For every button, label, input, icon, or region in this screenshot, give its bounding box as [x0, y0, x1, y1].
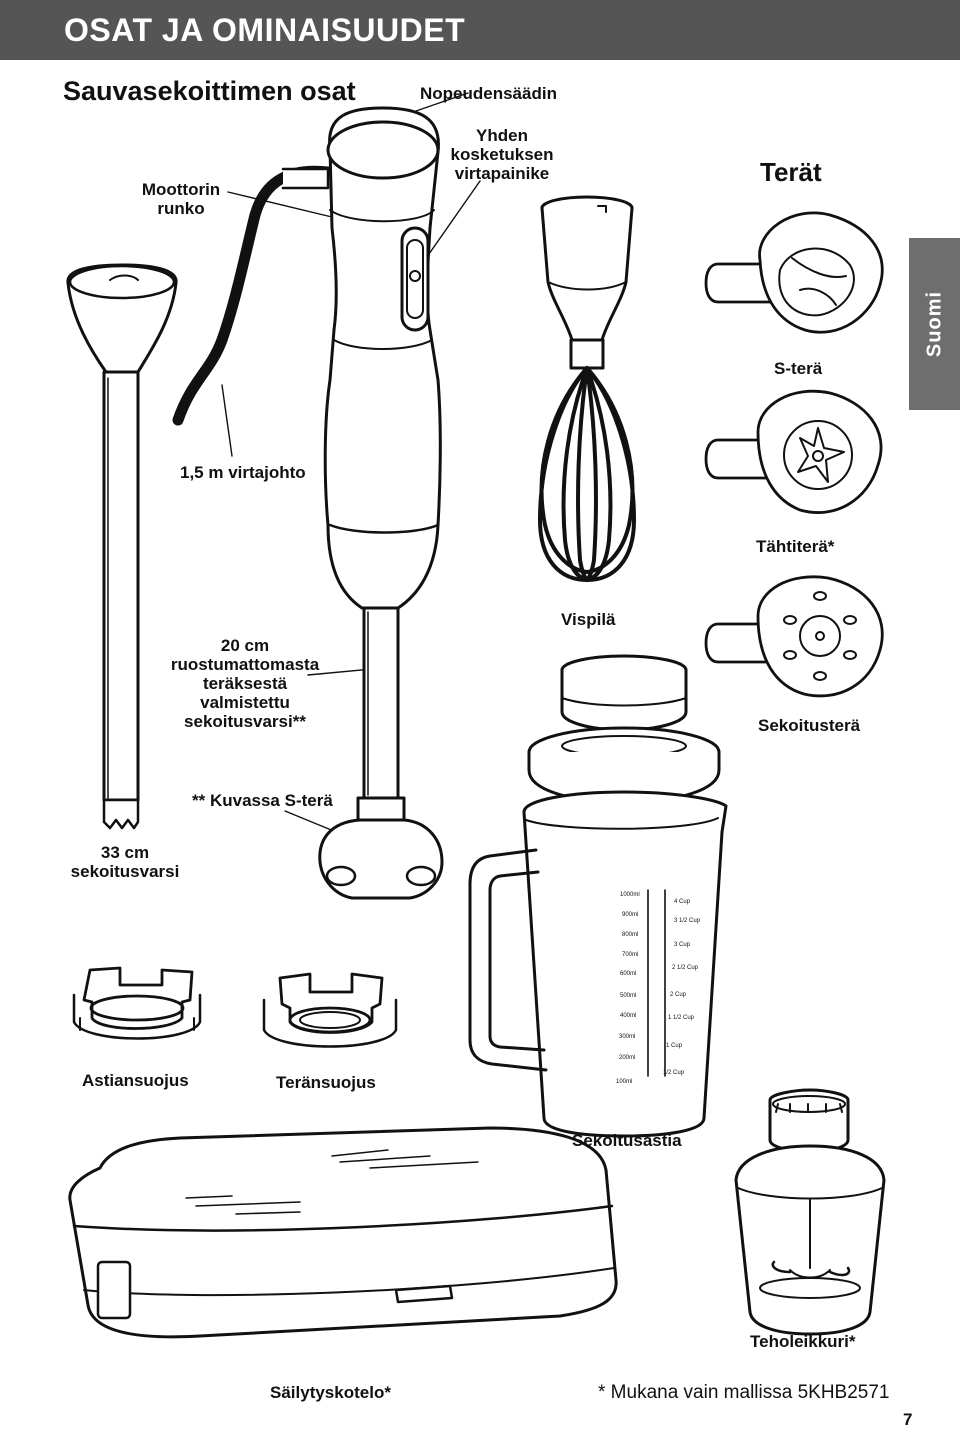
blades-heading: Terät [760, 157, 822, 187]
storage-case-drawing [68, 1126, 618, 1339]
scale-cup-0-5: 1/2 Cup [663, 1070, 685, 1076]
label-mixing-blade: Sekoitusterä [758, 716, 861, 735]
footnote: * Mukana vain mallissa 5KHB2571 [598, 1382, 890, 1403]
scale-cup-3-5: 3 1/2 Cup [674, 918, 701, 924]
scale-ml-200: 200ml [619, 1055, 636, 1061]
label-cord: 1,5 m virtajohto [180, 463, 306, 482]
section-title: Sauvasekoittimen osat [63, 76, 356, 106]
page-title: OSAT JA OMINAISUUDET [64, 12, 466, 48]
label-storage-case: Säilytyskotelo* [270, 1383, 391, 1402]
scale-ml-100: 100ml [616, 1079, 633, 1085]
label-power-button: Yhden kosketuksen virtapainike [450, 126, 554, 183]
scale-cup-4: 4 Cup [674, 899, 691, 905]
label-star-blade: Tähtiterä* [756, 537, 835, 556]
chopper-drawing [734, 1088, 886, 1336]
label-pan-guard: Astiansuojus [82, 1071, 189, 1090]
jar-lid-drawing [527, 654, 721, 804]
language-tab: Suomi [909, 238, 960, 410]
scale-ml-700: 700ml [622, 952, 639, 958]
blade-drawings [704, 211, 884, 698]
scale-ml-600: 600ml [620, 971, 637, 977]
blade-guard-drawing [262, 972, 398, 1048]
scale-ml-300: 300ml [619, 1034, 636, 1040]
label-s-blade-note: ** Kuvassa S-terä [192, 791, 333, 810]
label-blending-jar: Sekoitusastia [572, 1131, 682, 1150]
scale-cup-2: 2 Cup [670, 992, 687, 998]
header-bar [0, 0, 960, 60]
scale-cup-3: 3 Cup [674, 942, 691, 948]
scale-ml-800: 800ml [622, 932, 639, 938]
motor-body-drawing [318, 106, 444, 900]
scale-ml-400: 400ml [620, 1013, 637, 1019]
label-motor-body: Moottorin runko [141, 180, 221, 218]
label-chopper: Teholeikkuri* [750, 1332, 856, 1351]
label-33cm-arm: 33 cm sekoitusvarsi [70, 843, 180, 881]
long-arm-drawing [66, 263, 178, 830]
label-speed-control: Nopeudensäädin [420, 84, 557, 103]
pan-guard-drawing [72, 966, 202, 1040]
blending-jar-drawing [468, 790, 728, 1138]
scale-cup-1-5: 1 1/2 Cup [668, 1015, 695, 1021]
scale-ml-1000: 1000ml [620, 892, 640, 898]
page-number: 7 [903, 1410, 913, 1429]
label-s-blade: S-terä [774, 359, 823, 378]
scale-ml-500: 500ml [620, 993, 637, 999]
power-cord [172, 165, 334, 426]
scale-cup-1: 1 Cup [666, 1043, 683, 1049]
whisk-drawing [538, 195, 636, 582]
label-20cm-arm: 20 cm ruostumattomasta teräksestä valmis… [170, 636, 320, 731]
label-whisk: Vispilä [561, 610, 616, 629]
label-blade-guard: Teränsuojus [276, 1073, 376, 1092]
scale-cup-2-5: 2 1/2 Cup [672, 965, 699, 971]
scale-ml-900: 900ml [622, 912, 639, 918]
